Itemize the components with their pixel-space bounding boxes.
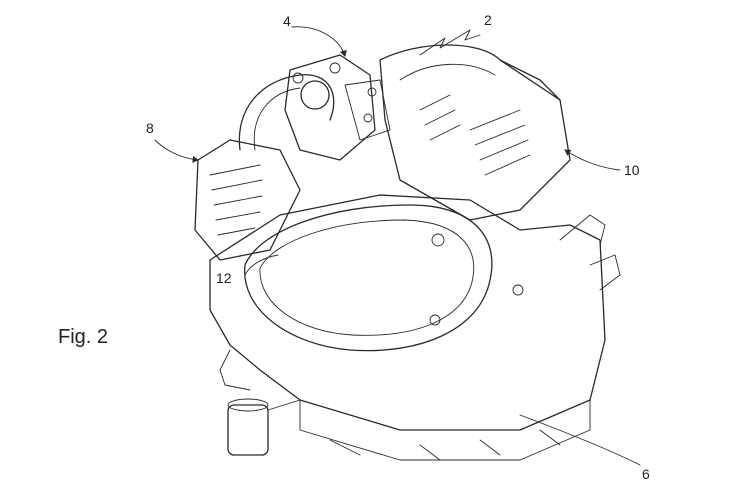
ref-numeral-12: 12 bbox=[216, 270, 232, 286]
ref-numeral-8: 8 bbox=[146, 120, 154, 136]
leader-8 bbox=[154, 139, 199, 163]
ref-numeral-2: 2 bbox=[484, 12, 492, 28]
figure-caption: Fig. 2 bbox=[58, 326, 109, 348]
leader-6 bbox=[519, 414, 641, 466]
ref-numeral-6: 6 bbox=[642, 466, 650, 482]
right-cylinder bbox=[379, 44, 571, 221]
oil-filter bbox=[227, 398, 301, 456]
left-cylinder bbox=[194, 74, 335, 261]
mount-bracket bbox=[559, 214, 621, 291]
leader-4 bbox=[291, 26, 347, 57]
leader-12 bbox=[244, 254, 279, 276]
leader-2 bbox=[419, 29, 481, 56]
throttle-body bbox=[284, 54, 391, 161]
ref-numeral-4: 4 bbox=[283, 13, 291, 29]
ref-numeral-10: 10 bbox=[624, 162, 640, 178]
leader-10 bbox=[564, 149, 621, 171]
crankcase bbox=[209, 194, 606, 461]
